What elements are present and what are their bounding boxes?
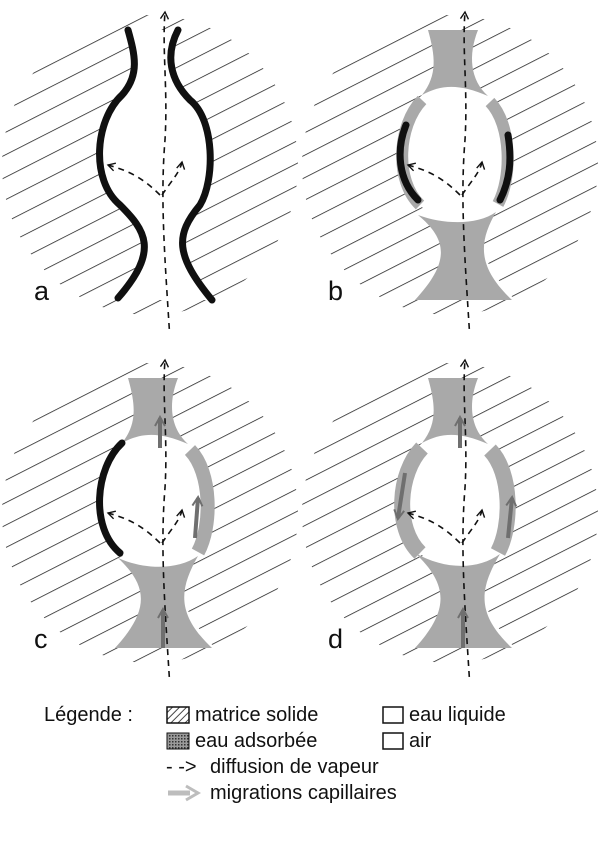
legend-air: air bbox=[409, 730, 431, 753]
legend-capillary-migration: migrations capillaires bbox=[210, 782, 397, 805]
legend-vapour-diffusion: diffusion de vapeur bbox=[210, 756, 379, 779]
panel-letter: d bbox=[328, 624, 343, 655]
panel-letter: c bbox=[34, 624, 48, 655]
legend-liquid-water: eau liquide bbox=[409, 704, 506, 727]
panel-letter: a bbox=[34, 276, 49, 307]
air-swatch bbox=[382, 732, 404, 750]
legend-adsorbed-water: eau adsorbée bbox=[195, 730, 317, 753]
panel-d-drawing bbox=[300, 348, 600, 678]
panel-c: c bbox=[0, 348, 300, 678]
legend-title: Légende : bbox=[44, 704, 133, 727]
panel-b: b bbox=[300, 0, 600, 330]
panel-letter: b bbox=[328, 276, 343, 307]
adsorbed-water-swatch bbox=[166, 732, 190, 750]
capillary-migration-swatch bbox=[166, 784, 202, 802]
panel-a: a bbox=[0, 0, 300, 330]
legend-solid-matrix: matrice solide bbox=[195, 704, 318, 727]
vapour-diffusion-symbol: - -> bbox=[166, 756, 197, 779]
liquid-water-swatch bbox=[382, 706, 404, 724]
solid-matrix-swatch bbox=[166, 706, 190, 724]
legend: Légende : matrice solide eau liquide eau… bbox=[0, 700, 607, 847]
panel-b-drawing bbox=[300, 0, 600, 330]
panel-d: d bbox=[300, 348, 600, 678]
